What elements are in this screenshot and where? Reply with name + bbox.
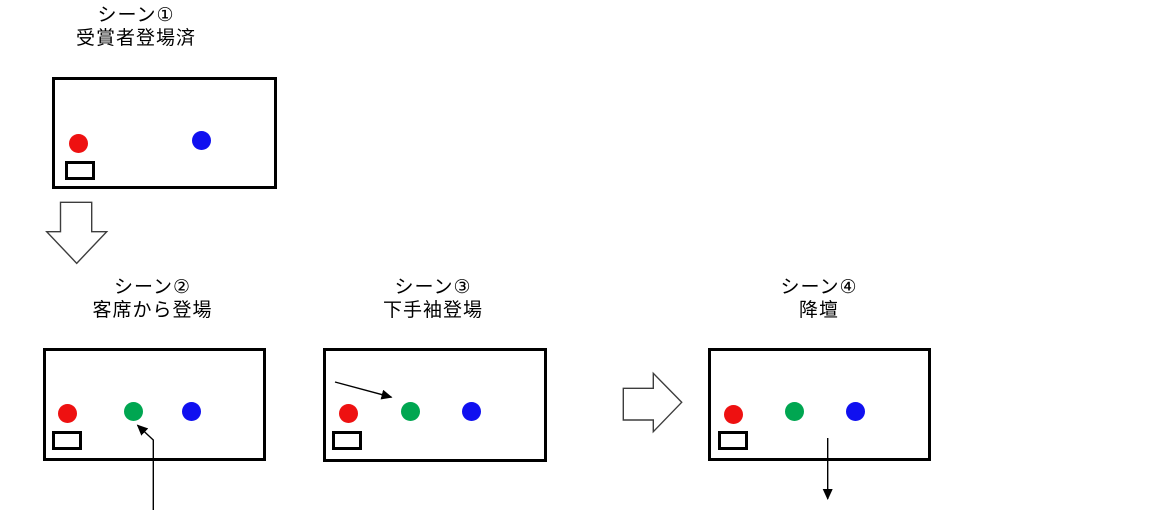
scene-1-subtitle: 受賞者登場済 <box>75 28 196 49</box>
scene-1-person-dot-blue <box>192 131 211 150</box>
scene-2-title: シーン② <box>113 277 192 298</box>
scene-4-person-dot-blue <box>846 402 865 421</box>
scene-3-title: シーン③ <box>394 277 472 298</box>
scene-4-label: シーン④ 降壇 <box>729 276 909 322</box>
flow-down-arrow <box>45 201 109 265</box>
scene-2-subtitle: 客席から登場 <box>92 300 213 321</box>
scene-2-person-dot-red <box>58 404 77 423</box>
scene-3-person-dot-green <box>401 402 420 421</box>
scene-4-person-dot-green <box>785 402 804 421</box>
scene-4-title: シーン④ <box>780 277 858 298</box>
scene-3-label: シーン③ 下手袖登場 <box>343 276 523 322</box>
scene-3-person-dot-blue <box>462 402 481 421</box>
scene-3-subtitle: 下手袖登場 <box>382 300 483 321</box>
scene-3-person-dot-red <box>339 404 358 423</box>
scene-1-title: シーン① <box>97 5 175 26</box>
scene-2-label: シーン② 客席から登場 <box>62 276 243 322</box>
scene-4-podium-rect <box>718 431 748 450</box>
scene-1-label: シーン① 受賞者登場済 <box>46 4 226 50</box>
scene-4-person-dot-red <box>724 405 743 424</box>
scene-1-person-dot-red <box>69 134 88 153</box>
scene-2-person-dot-green <box>124 402 143 421</box>
scene-3-podium-rect <box>332 431 362 450</box>
scene-1-podium-rect <box>65 161 95 180</box>
scene-2-podium-rect <box>52 431 82 450</box>
scene-2-person-dot-blue <box>182 402 201 421</box>
scene-4-subtitle: 降壇 <box>798 300 839 321</box>
flow-right-arrow <box>622 371 683 434</box>
scene-3-stage-box <box>323 348 547 462</box>
